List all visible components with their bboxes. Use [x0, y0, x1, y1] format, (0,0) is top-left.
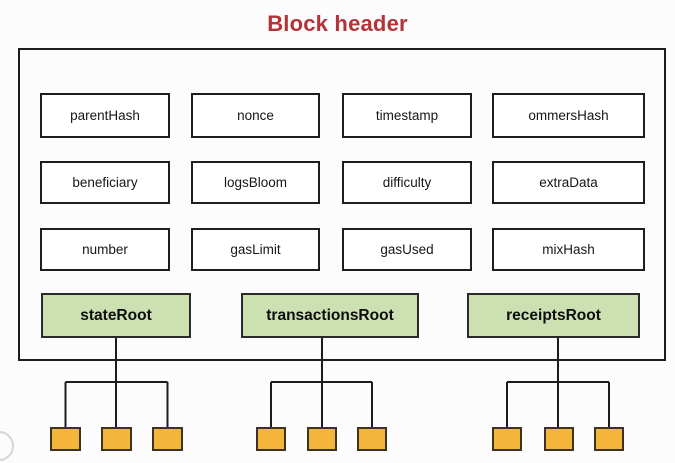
merkle-leaf-node — [357, 427, 387, 451]
field-beneficiary: beneficiary — [40, 161, 170, 204]
field-parent-hash: parentHash — [40, 93, 170, 138]
field-number: number — [40, 228, 170, 271]
field-gas-used: gasUsed — [342, 228, 472, 271]
field-logs-bloom: logsBloom — [191, 161, 320, 204]
root-receipts-root: receiptsRoot — [467, 293, 640, 338]
field-extra-data: extraData — [492, 161, 645, 204]
field-mix-hash: mixHash — [492, 228, 645, 271]
merkle-leaf-node — [152, 427, 183, 451]
root-transactions-root: transactionsRoot — [241, 293, 419, 338]
merkle-leaf-node — [256, 427, 286, 451]
merkle-leaf-node — [544, 427, 574, 451]
block-header-container — [18, 48, 666, 361]
merkle-leaf-node — [594, 427, 624, 451]
field-timestamp: timestamp — [342, 93, 472, 138]
field-difficulty: difficulty — [342, 161, 472, 204]
field-nonce: nonce — [191, 93, 320, 138]
merkle-leaf-node — [101, 427, 132, 451]
field-gas-limit: gasLimit — [191, 228, 320, 271]
merkle-leaf-node — [50, 427, 81, 451]
merkle-leaf-node — [492, 427, 522, 451]
watermark-arc — [0, 431, 14, 461]
merkle-leaf-node — [307, 427, 337, 451]
page-title: Block header — [267, 11, 408, 36]
field-ommers-hash: ommersHash — [492, 93, 645, 138]
root-state-root: stateRoot — [41, 293, 191, 338]
